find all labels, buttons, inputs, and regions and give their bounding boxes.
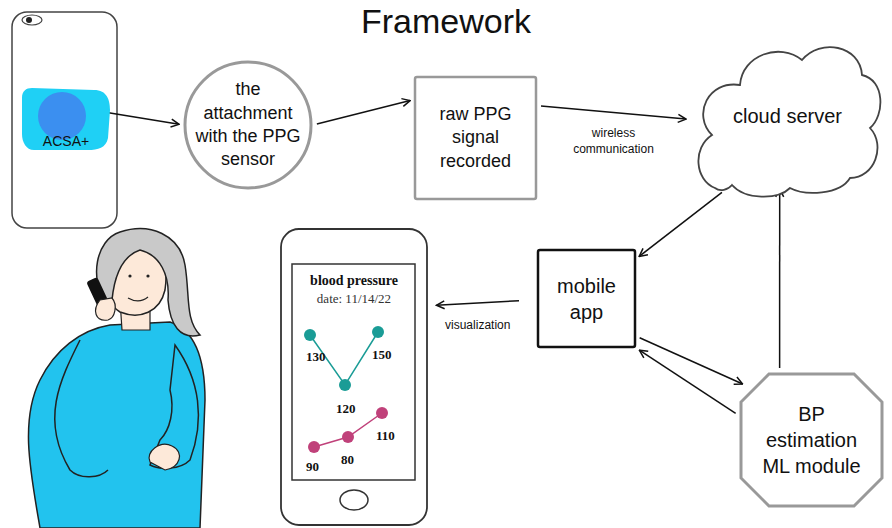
cloud-node: cloud server	[690, 30, 885, 202]
rect-node: raw PPG signal recorded	[414, 76, 537, 200]
node-text: ACSA+	[43, 132, 89, 150]
chart-value: 150	[372, 347, 392, 363]
phone-outline	[12, 12, 117, 228]
circle-node: the attachment with the PPG sensor	[183, 60, 313, 190]
chart-value: 120	[336, 401, 356, 417]
phone-node: blood pressure date: 11/14/22	[280, 228, 428, 526]
rect-node: mobile app	[537, 249, 636, 348]
flow-arrow	[639, 192, 722, 256]
rect-outline	[537, 249, 636, 348]
blob-node: ACSA+	[22, 86, 110, 152]
flow-arrow	[317, 101, 410, 124]
octagon-node: BP estimation ML module	[739, 372, 884, 508]
edge-label: wireless communication	[557, 125, 671, 157]
phone-lens	[26, 17, 32, 23]
diagram-title: Framework	[0, 2, 892, 41]
chart-value: 130	[306, 349, 326, 365]
flow-arrow	[541, 106, 686, 119]
phone-camera	[22, 15, 42, 25]
node-text: the attachment with the PPG sensor	[192, 78, 304, 172]
node-text: raw PPG signal recorded	[426, 103, 526, 173]
chart-value: 90	[306, 459, 319, 475]
phone-outline	[280, 228, 428, 526]
node-text: BP estimation ML module	[752, 401, 872, 479]
date-text: date: 11/14/22	[280, 291, 428, 307]
chart-value: 110	[376, 428, 395, 444]
screen-heading: blood pressure	[280, 273, 428, 289]
flow-arrow	[639, 350, 735, 413]
chart-value: 80	[341, 452, 354, 468]
flow-arrow	[779, 189, 781, 368]
edge-label: visualization	[443, 317, 512, 333]
node-text: cloud server	[733, 103, 842, 129]
woman-illustration	[28, 229, 205, 528]
node-text: mobile app	[547, 273, 627, 325]
flow-arrow	[436, 301, 519, 306]
